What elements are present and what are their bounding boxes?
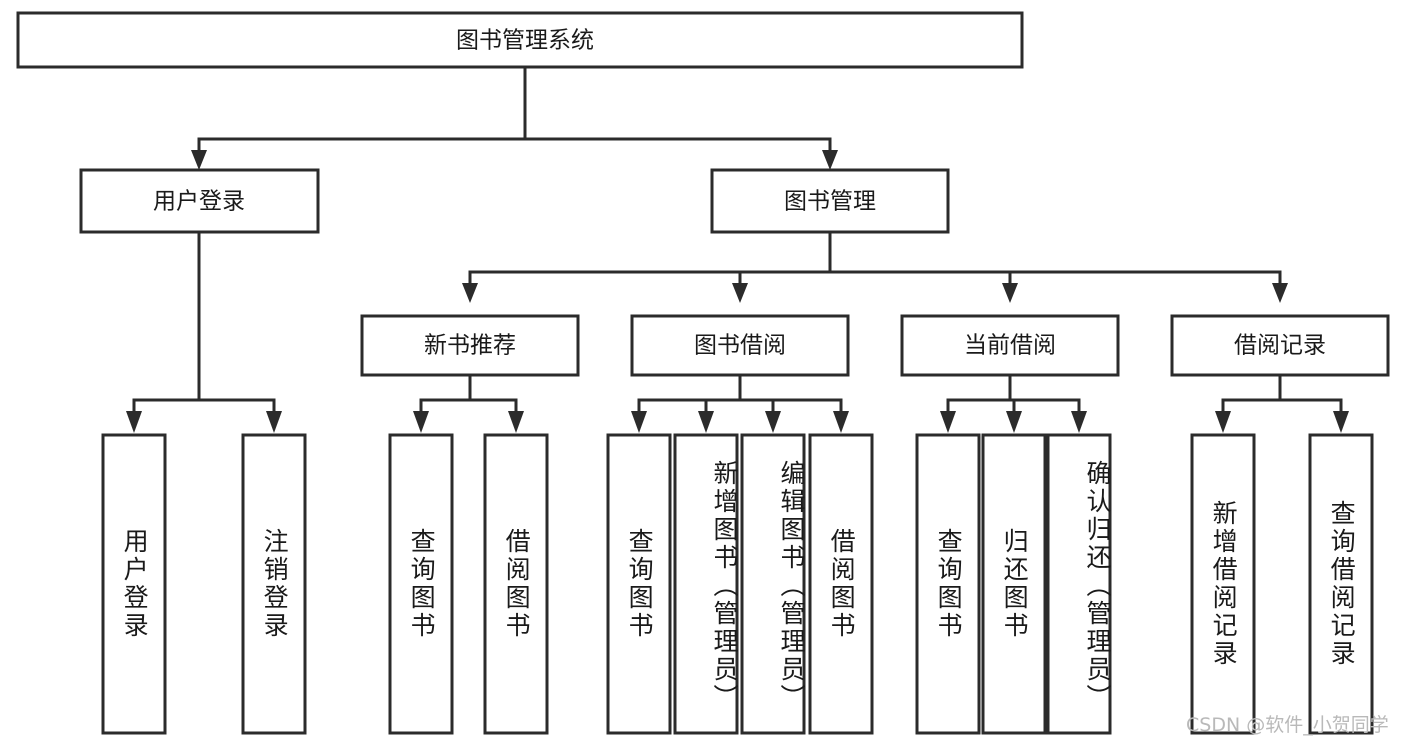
csdn-watermark: CSDN @软件_小贺同学 xyxy=(1186,714,1389,736)
node-borrow-record-label: 借阅记录 xyxy=(1234,333,1326,359)
leaf-box-current-query[interactable] xyxy=(915,433,981,735)
leaf-box-current-return[interactable] xyxy=(981,433,1047,735)
leaf-box-borrow-query[interactable] xyxy=(606,433,672,735)
connector-books-to-level3 xyxy=(462,230,1288,303)
leaf-rects xyxy=(101,433,1374,735)
node-new-book-recommend[interactable]: 新书推荐 xyxy=(360,314,580,377)
node-book-borrow[interactable]: 图书借阅 xyxy=(630,314,850,377)
node-book-borrow-label: 图书借阅 xyxy=(694,333,786,359)
node-user-login[interactable]: 用户登录 xyxy=(79,168,320,234)
node-current-borrow-label: 当前借阅 xyxy=(964,333,1056,359)
leaf-box-user-login[interactable] xyxy=(101,433,167,735)
node-borrow-record[interactable]: 借阅记录 xyxy=(1170,314,1390,377)
connector-currentborrow-to-leaves xyxy=(940,373,1087,433)
connector-newbook-to-leaves xyxy=(413,373,524,433)
leaf-box-record-add[interactable] xyxy=(1190,433,1256,735)
connector-root-to-level2 xyxy=(191,65,838,170)
leaf-box-newbook-borrow[interactable] xyxy=(483,433,549,735)
node-user-login-label: 用户登录 xyxy=(153,189,245,215)
node-root-label: 图书管理系统 xyxy=(456,28,594,54)
node-book-management-label: 图书管理 xyxy=(784,189,876,215)
leaf-box-borrow-add[interactable] xyxy=(673,433,739,735)
leaf-box-borrow-edit[interactable] xyxy=(740,433,806,735)
leaf-box-logout[interactable] xyxy=(241,433,307,735)
leaf-box-borrow-lend[interactable] xyxy=(808,433,874,735)
connector-bookborrow-to-leaves xyxy=(631,373,849,433)
connector-borrowrecord-to-leaves xyxy=(1215,373,1349,433)
connector-userlogin-to-leaves xyxy=(126,230,282,433)
node-root[interactable]: 图书管理系统 xyxy=(16,11,1024,69)
node-current-borrow[interactable]: 当前借阅 xyxy=(900,314,1120,377)
node-new-book-recommend-label: 新书推荐 xyxy=(424,333,516,359)
node-book-management[interactable]: 图书管理 xyxy=(710,168,950,234)
leaf-box-record-query[interactable] xyxy=(1308,433,1374,735)
leaf-box-newbook-query[interactable] xyxy=(388,433,454,735)
leaf-box-current-confirm[interactable] xyxy=(1046,433,1112,735)
